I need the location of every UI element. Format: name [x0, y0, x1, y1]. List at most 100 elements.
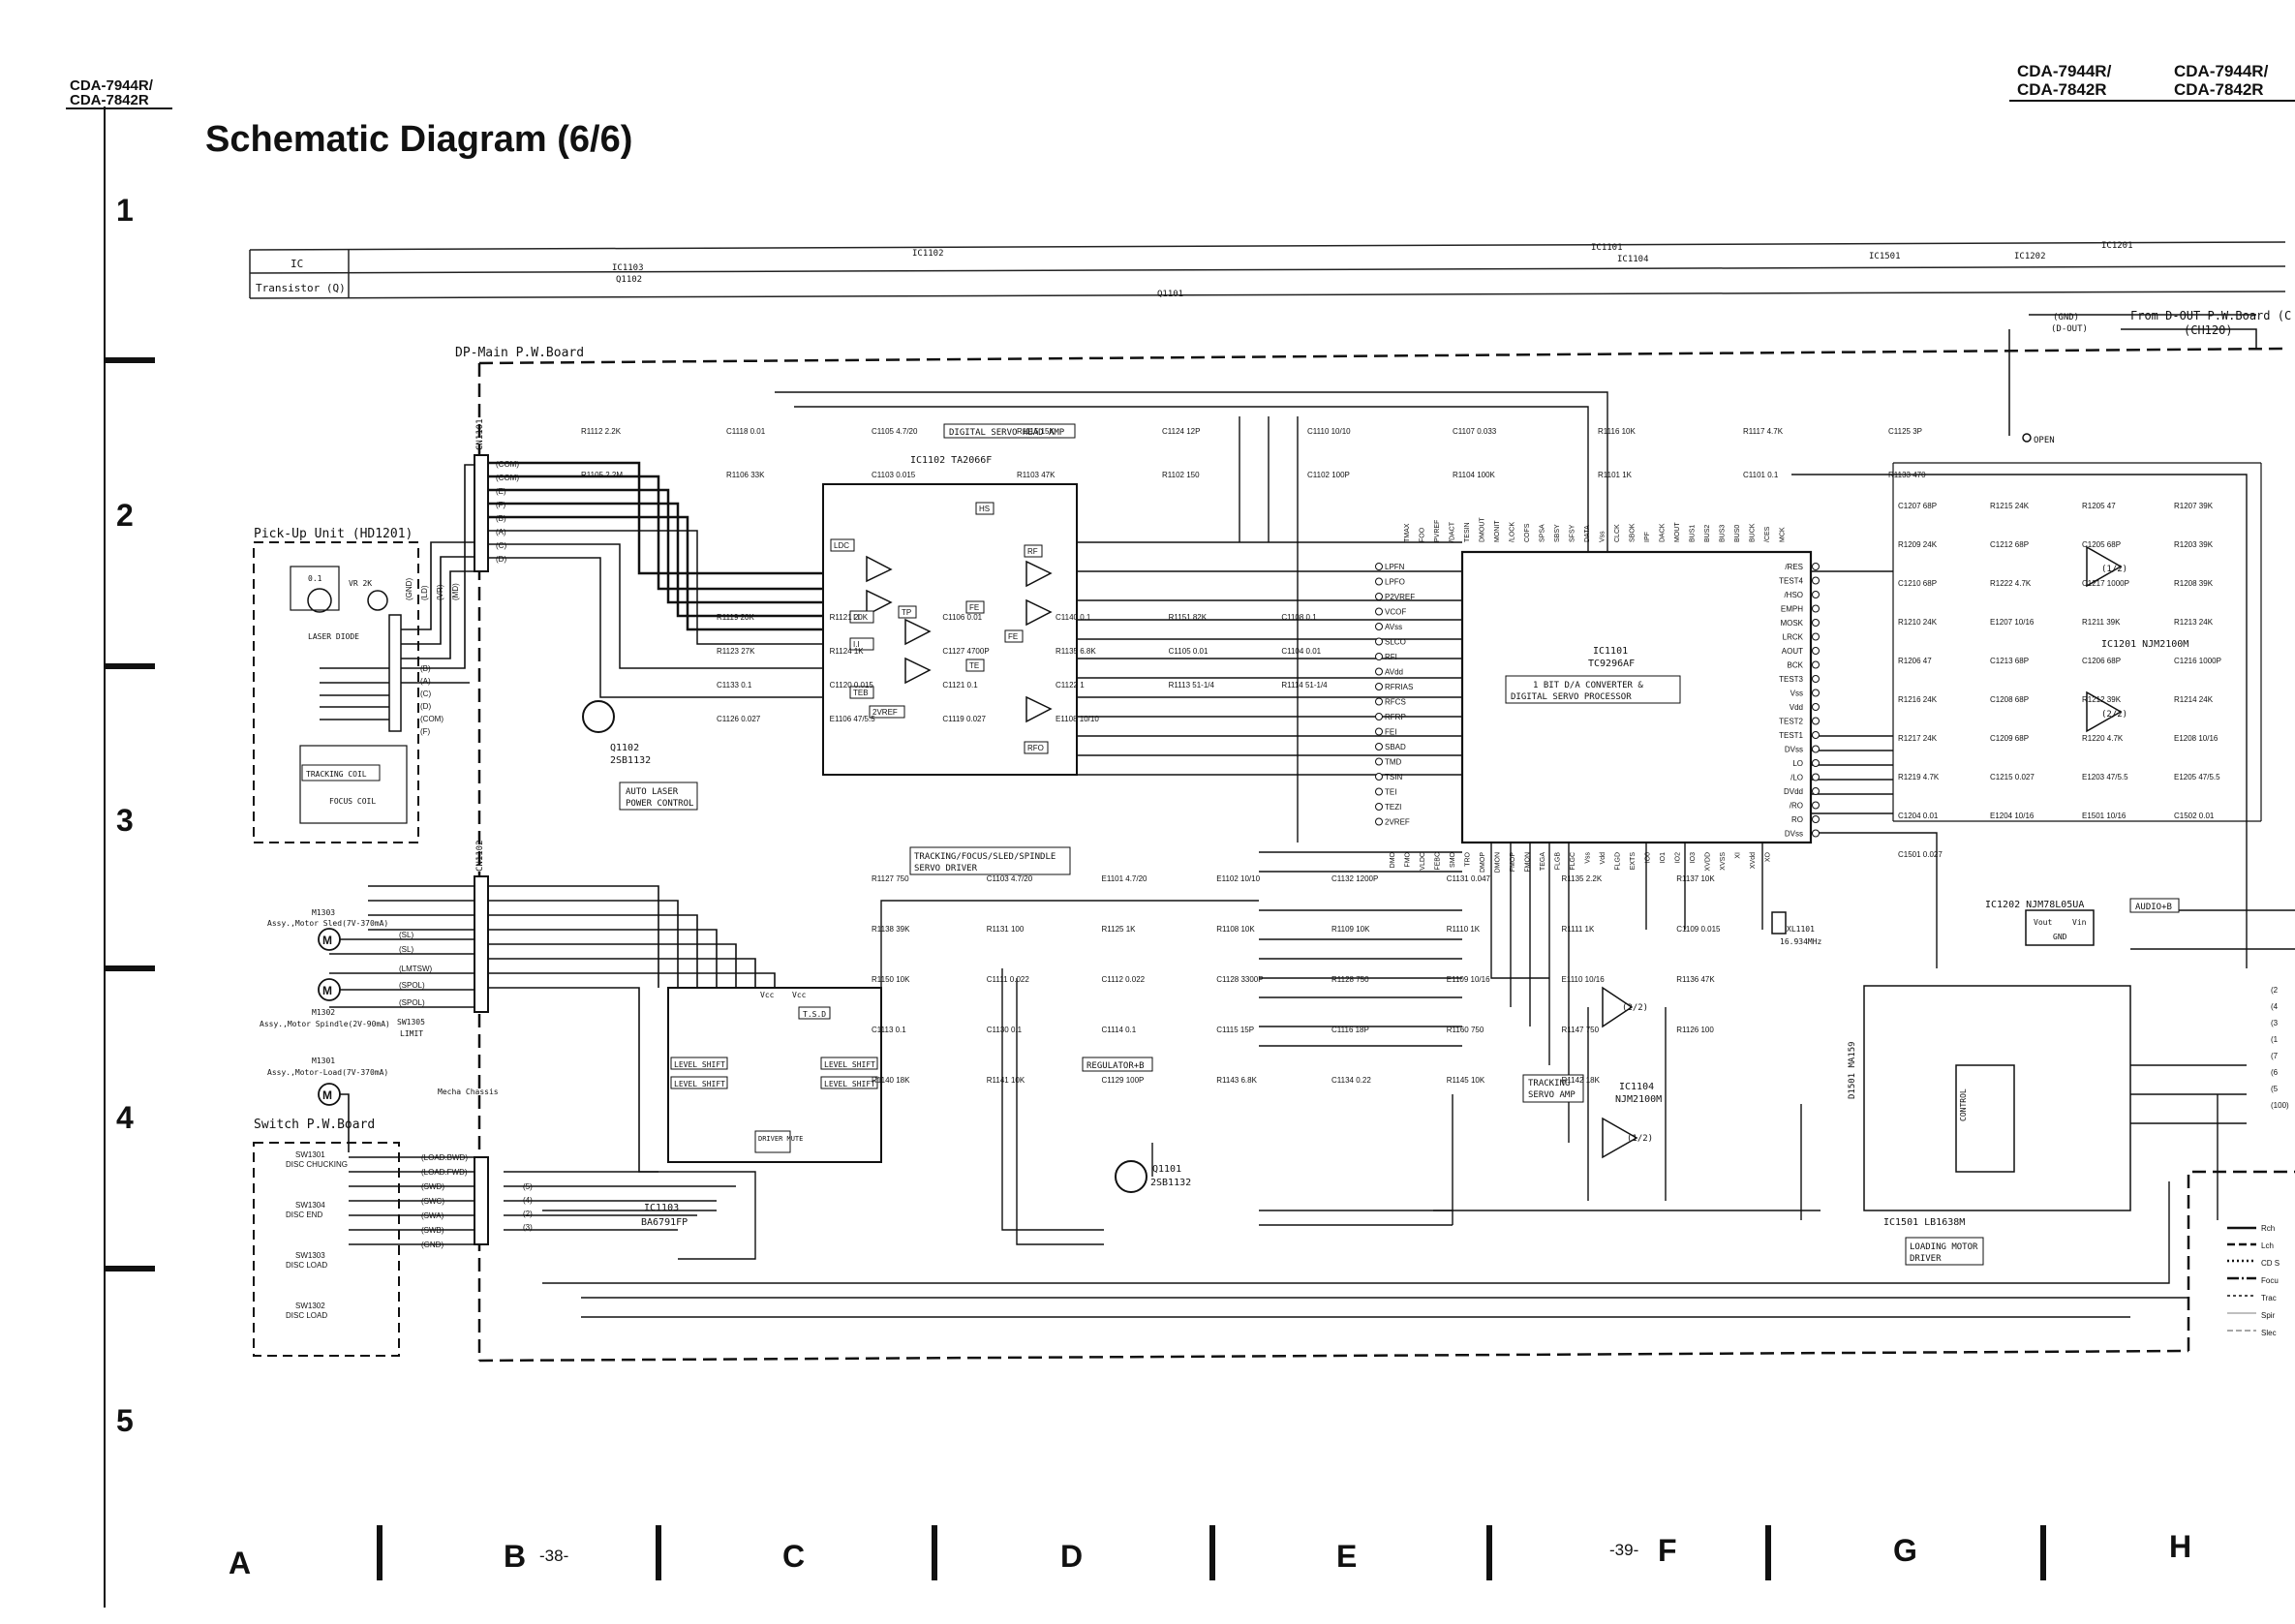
ic1102-desc-box: [943, 423, 1076, 439]
component-label: R1111 1K: [1562, 925, 1595, 934]
xl1101-freq: 16.934MHz: [1780, 937, 1822, 946]
level-shift-label: LEVEL SHIFT: [824, 1080, 875, 1088]
legend-label: CD S: [2261, 1259, 2280, 1268]
pin-dot: [1812, 563, 1820, 570]
component-label: R1136 47K: [1676, 975, 1715, 984]
ic1101-pin-label: AVss: [1385, 623, 1402, 631]
pickup-pin-labels-2: (B)(A)(C)(D)(COM)(F): [420, 664, 444, 736]
column-label: B: [504, 1539, 526, 1574]
component-label: C1212 68P: [1990, 540, 2029, 549]
component-label: R1150 10K: [872, 975, 910, 984]
page-title: Schematic Diagram (6/6): [205, 119, 632, 160]
pin-dot: [1375, 667, 1383, 676]
ic1101-pin-label: /RO: [1790, 802, 1803, 811]
switch-desc: DISC LOAD: [286, 1311, 327, 1320]
pin-dot: [1812, 576, 1820, 585]
ic1101-pin-dots: [1375, 563, 1820, 838]
ic1102-block-box: [975, 502, 994, 515]
ic1104-desc-2: SERVO AMP: [1528, 1090, 1576, 1100]
static-layer: M M M: [66, 100, 2295, 1608]
ic1102-block-label: I.I: [853, 613, 860, 622]
ic1101-pin-label: Vss: [1600, 531, 1606, 542]
ic1101-pin-label: /DACT: [1450, 521, 1456, 542]
ic1101-left-pins: LPFNLPFOP2VREFVCOFAVssSLCORFIAVddRFRIASR…: [1385, 563, 1415, 827]
ic1101-pin-label: RO: [1791, 815, 1803, 824]
ic1101-pin-label: 2VREF: [1385, 818, 1410, 827]
pin-dot: [1812, 745, 1820, 753]
connector-pin-label: (COM): [496, 474, 519, 482]
pin-dot: [1375, 803, 1383, 811]
ic1101-pin-label: /LOCK: [1510, 522, 1516, 542]
q1102-desc-1: AUTO LASER: [626, 787, 679, 797]
connector-number: (5: [2271, 1085, 2279, 1093]
component-label: E1101 4.7/20: [1102, 874, 1148, 883]
switch-pin-label: (SWA): [421, 1211, 444, 1220]
ic1102-block-box: [1024, 544, 1043, 558]
component-label: C1140 0.1: [1056, 613, 1091, 622]
component-label: C1216 1000P: [2174, 657, 2221, 665]
ic1102-block-box: [869, 705, 905, 719]
ic1101-pin-label: FLGC: [1570, 852, 1576, 871]
ic1102-block-label: LDC: [834, 541, 849, 550]
regulator-pin: Vin: [2072, 918, 2087, 927]
m1302-label: M1302: [312, 1008, 335, 1017]
pickup-pin-label: (A): [420, 677, 431, 686]
component-label: R1160 750: [1447, 1026, 1484, 1034]
ic1104-desc-box: [1522, 1074, 1584, 1103]
switch-pin-label: (SWC): [421, 1197, 444, 1206]
column-label: A: [229, 1546, 251, 1580]
switch-pin-label: (LOAD.BWD): [421, 1153, 468, 1162]
pin-dot: [1375, 743, 1383, 751]
component-label: C1132 1200P: [1331, 874, 1378, 883]
ic1101-pin-label: FLGB: [1555, 852, 1562, 871]
component-label: R1119 20K: [717, 613, 755, 622]
motor-labels: M1303 Assy.,Motor Sled(7V-370mA) M1302 A…: [260, 908, 499, 1096]
component-label: C1217 1000P: [2082, 579, 2129, 588]
pickup-pin-label: (GND): [405, 578, 413, 600]
ic1103-desc-2: SERVO DRIVER: [914, 864, 978, 873]
pin-dot: [1375, 563, 1383, 570]
ic1101-pin-label: XVDD: [1705, 852, 1712, 871]
component-label: C1114 0.1: [1102, 1026, 1137, 1034]
ic1101-pin-label: Vdd: [1600, 852, 1606, 865]
ic1101-pin-label: COFS: [1524, 523, 1531, 542]
switch-ref: SW1304: [295, 1201, 325, 1210]
level-shift-box: [820, 1076, 878, 1089]
ic1103-desc-1: TRACKING/FOCUS/SLED/SPINDLE: [914, 852, 1056, 862]
legend-label: Lch: [2261, 1241, 2274, 1250]
ic1101-pin-label: XVdd: [1750, 852, 1757, 869]
page-number-right: -39-: [1609, 1541, 1638, 1559]
parts-table: IC Transistor (Q) IC1103 IC1102 IC1101 I…: [256, 241, 2133, 299]
component-label: R1114 51-1/4: [1281, 681, 1328, 689]
svg-text:M: M: [322, 1088, 332, 1102]
component-label: R1142 18K: [1562, 1076, 1601, 1085]
switch-pin-label: (LOAD.FWD): [421, 1168, 468, 1177]
limit-label: LIMIT: [400, 1029, 423, 1038]
component-label: C1213 68P: [1990, 657, 2029, 665]
ic1101-pin-label: /HSO: [1784, 591, 1803, 599]
ic1101-pin-label: SLCO: [1385, 638, 1406, 647]
ic1104-ref: IC1104: [1619, 1082, 1654, 1092]
ic1101-pin-label: Vdd: [1790, 703, 1803, 712]
table-tr-label: Q1101: [1157, 290, 1183, 299]
component-label: C1131 0.047: [1447, 874, 1491, 883]
switch-pin-label: (SWB): [421, 1226, 444, 1235]
pin-dot: [1812, 647, 1820, 655]
component-label: R1209 24K: [1898, 540, 1938, 549]
component-label: R1143 6.8K: [1216, 1076, 1257, 1085]
connector-number: (2: [2271, 986, 2279, 995]
vcc-label-2: Vcc: [792, 991, 807, 999]
ic1101-desc-2: DIGITAL SERVO PROCESSOR: [1511, 692, 1632, 702]
model-left-1: CDA-7944R/: [70, 77, 154, 94]
component-label: R1222 4.7K: [1990, 579, 2032, 588]
row-label: 2: [116, 498, 134, 533]
pickup-pin-label: (B): [420, 664, 431, 673]
cn1102-label: CN1102: [475, 840, 485, 872]
connector-pin-label: (COM): [496, 460, 519, 469]
connector-pin-label: (E): [496, 487, 506, 496]
ic1101-pin-label: /RES: [1785, 563, 1803, 571]
motor-pin-label: (LMTSW): [399, 965, 433, 973]
pin-dot: [1375, 787, 1383, 796]
